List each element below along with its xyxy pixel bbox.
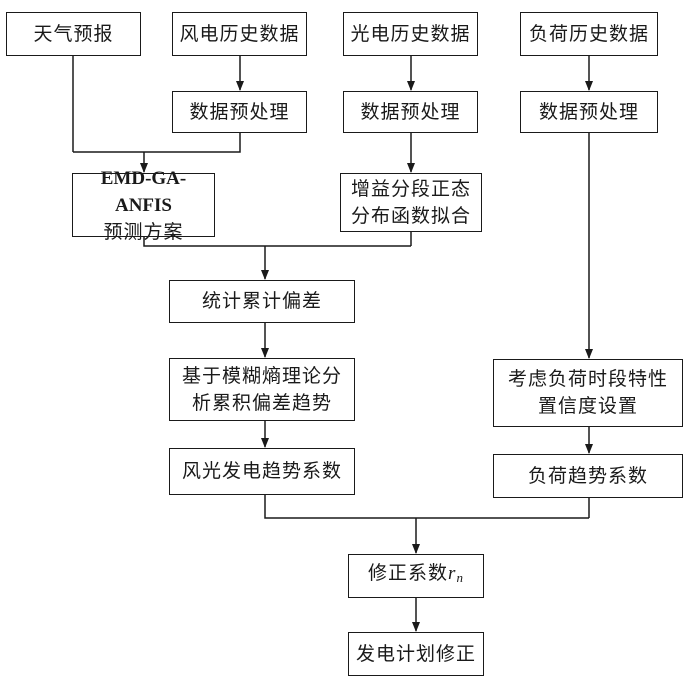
pv-history-box: 光电历史数据	[343, 12, 478, 56]
line-wind-trend-down	[264, 495, 589, 519]
load-confidence-line1: 考虑负荷时段特性	[507, 368, 668, 390]
gain-fit-box: 增益分段正态 分布函数拟合	[340, 173, 482, 232]
load-preprocess-label: 数据预处理	[538, 100, 639, 123]
line-wind-preprocess-down	[73, 133, 241, 153]
cum-deviation-box: 统计累计偏差	[169, 280, 355, 323]
fuzzy-entropy-box: 基于模糊熵理论分 析累积偏差趋势	[169, 358, 355, 421]
correction-coefficient-label: 修正系数rn	[368, 560, 464, 592]
wind-pv-trend-box: 风光发电趋势系数	[169, 448, 355, 495]
pv-history-label: 光电历史数据	[350, 22, 471, 45]
correction-symbol: r	[448, 563, 457, 584]
load-confidence-box: 考虑负荷时段特性 置信度设置	[493, 359, 683, 427]
load-trend-label: 负荷趋势系数	[527, 464, 648, 487]
load-preprocess-box: 数据预处理	[520, 91, 658, 133]
emd-ga-anfis-line2: 预测方案	[103, 220, 184, 243]
pv-preprocess-label: 数据预处理	[360, 100, 461, 123]
wind-preprocess-box: 数据预处理	[172, 91, 307, 133]
emd-ga-anfis-line1: EMD-GA-ANFIS	[100, 167, 187, 216]
plan-correction-label: 发电计划修正	[355, 642, 476, 665]
correction-coefficient-box: 修正系数rn	[348, 554, 484, 598]
wind-preprocess-label: 数据预处理	[189, 100, 290, 123]
wind-history-label: 风电历史数据	[179, 22, 300, 45]
wind-pv-trend-label: 风光发电趋势系数	[181, 460, 342, 482]
load-trend-box: 负荷趋势系数	[493, 454, 683, 498]
cum-deviation-label: 统计累计偏差	[201, 290, 322, 312]
wind-history-box: 风电历史数据	[172, 12, 307, 56]
plan-correction-box: 发电计划修正	[348, 632, 484, 676]
weather-forecast-label: 天气预报	[33, 22, 114, 45]
emd-ga-anfis-box: EMD-GA-ANFIS 预测方案	[72, 168, 215, 243]
fuzzy-entropy-line2: 析累积偏差趋势	[191, 391, 332, 414]
weather-forecast-box: 天气预报	[6, 12, 141, 56]
load-confidence-line2: 置信度设置	[537, 395, 638, 417]
gain-fit-line2: 分布函数拟合	[350, 204, 471, 227]
correction-coefficient-text: 修正系数	[368, 562, 449, 584]
load-history-box: 负荷历史数据	[520, 12, 658, 56]
correction-subscript: n	[456, 570, 464, 585]
fuzzy-entropy-line1: 基于模糊熵理论分	[181, 364, 342, 387]
load-history-label: 负荷历史数据	[528, 22, 649, 45]
gain-fit-line1: 增益分段正态	[350, 177, 471, 200]
pv-preprocess-box: 数据预处理	[343, 91, 478, 133]
line-emd-down	[143, 237, 411, 247]
